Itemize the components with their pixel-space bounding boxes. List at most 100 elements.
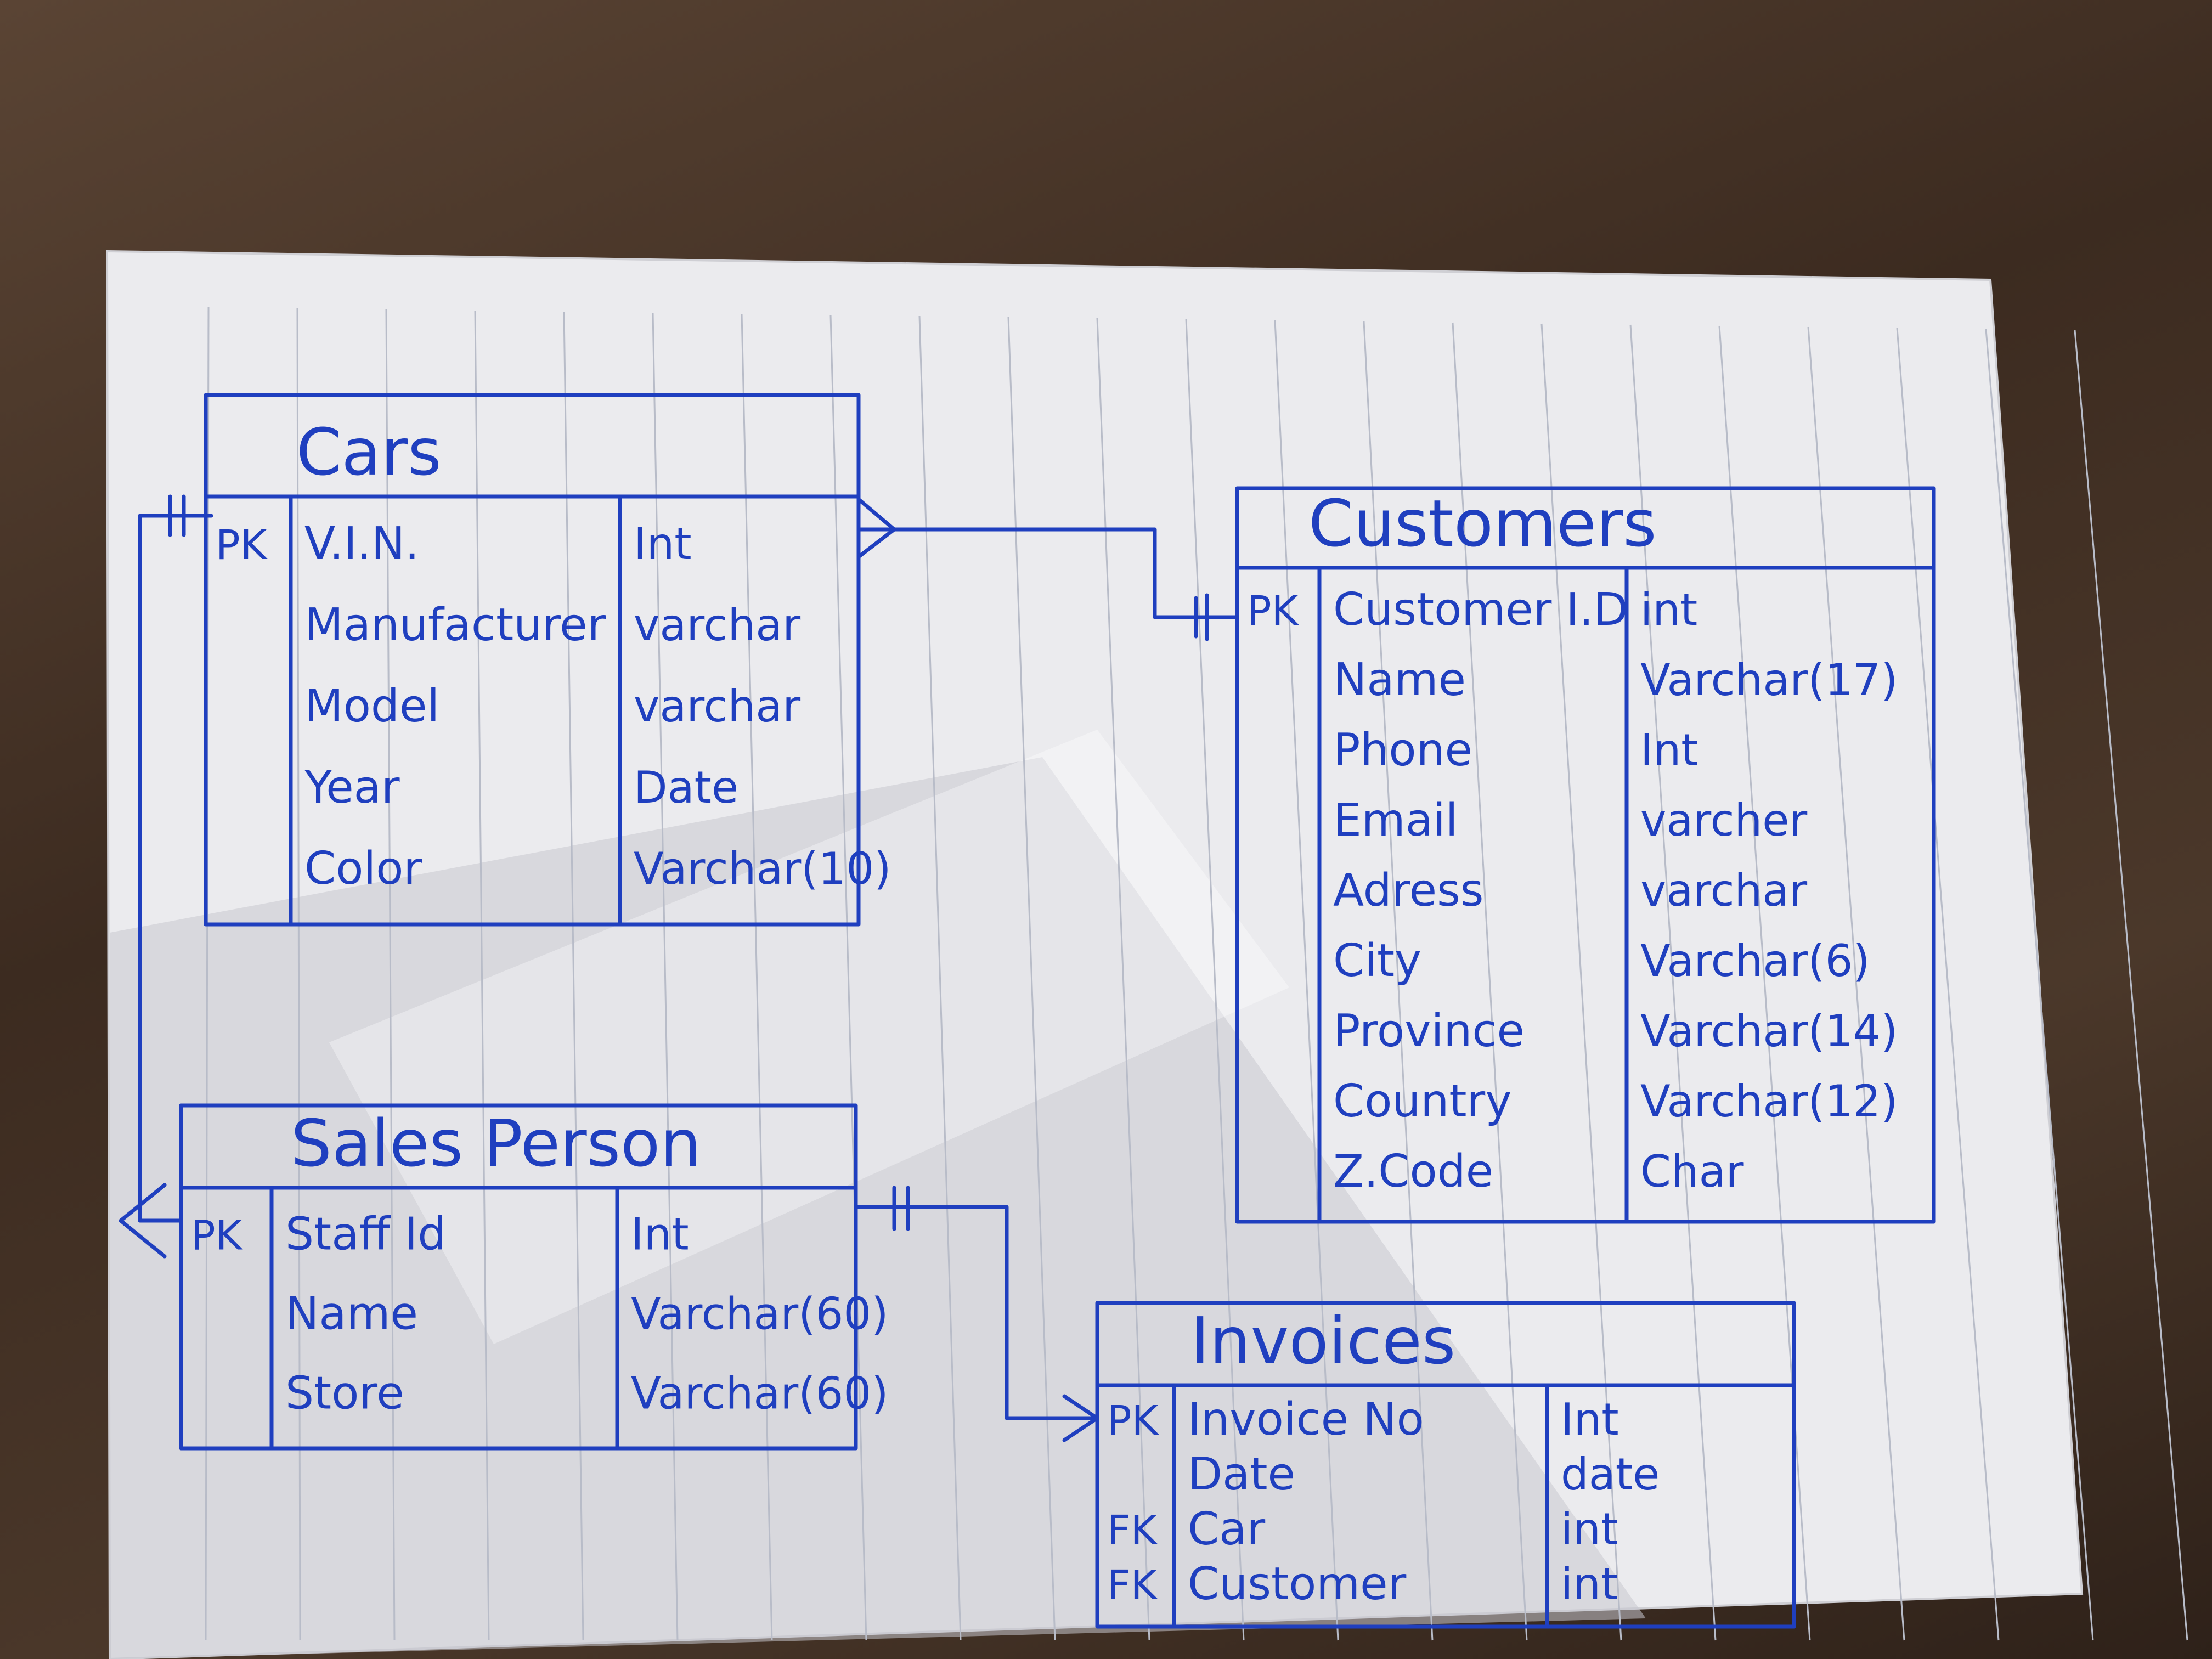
field-name: City (1333, 935, 1421, 987)
table-row: Name Varchar(17) (1333, 654, 1898, 706)
relationships (119, 494, 1239, 1442)
table-row: Phone Int (1333, 724, 1699, 776)
rule-line (474, 310, 490, 1641)
field-name: Invoice No (1188, 1393, 1424, 1446)
field-name: Date (1188, 1448, 1295, 1500)
table-box (1095, 1301, 1796, 1629)
table-box (1235, 486, 1936, 1224)
field-name: Email (1333, 794, 1458, 847)
field-type: varcher (1640, 795, 1807, 846)
rule-line (563, 311, 584, 1641)
field-name: Customer I.D (1333, 584, 1628, 636)
crowfoot-cars-end (856, 497, 896, 559)
field-name: Car (1188, 1503, 1266, 1555)
field-type: varchar (634, 681, 800, 732)
table-row: Model varchar (304, 680, 800, 732)
table-row: Z.Code Char (1333, 1146, 1744, 1198)
field-name: Country (1333, 1075, 1512, 1127)
rule-line (652, 312, 679, 1641)
rule-line (205, 307, 210, 1641)
rule-line (741, 313, 773, 1641)
field-type: Char (1640, 1146, 1744, 1197)
field-type: Date (634, 762, 738, 813)
rule-line (385, 309, 396, 1641)
table-row: Store Varchar(60) (285, 1368, 889, 1420)
table-row: PK V.I.N. Int (216, 518, 692, 570)
relation-salesperson-cars (138, 514, 213, 1223)
rule-line (296, 308, 301, 1641)
table-row: Manufacturer varchar (304, 599, 800, 651)
table-box (204, 393, 861, 927)
field-type: Varchar(10) (634, 843, 891, 894)
field-type: int (1561, 1559, 1618, 1610)
rule-line (1363, 321, 1434, 1641)
table-title: Customers (1308, 486, 1657, 561)
key-label: FK (1107, 1562, 1159, 1609)
key-label: PK (1247, 588, 1300, 635)
table-row: Adress varchar (1333, 865, 1807, 917)
field-name: Name (1333, 654, 1466, 706)
one-mark-salesperson-end (892, 1186, 910, 1231)
table-row: Name Varchar(60) (285, 1288, 889, 1340)
field-type: Varchar(17) (1640, 654, 1898, 706)
key-label: PK (1107, 1397, 1160, 1444)
field-name: Model (304, 680, 439, 732)
field-type: varchar (1640, 865, 1807, 916)
field-name: Staff Id (285, 1209, 446, 1261)
rule-line (1807, 326, 1905, 1641)
table-box (179, 1103, 858, 1451)
key-label: PK (191, 1212, 244, 1260)
rule-line (1896, 328, 2000, 1641)
rule-line (1985, 329, 2094, 1641)
relation-salesperson-invoices (854, 1205, 1099, 1420)
field-type: Int (1640, 725, 1699, 776)
field-name: Color (304, 843, 422, 895)
field-name: Manufacturer (304, 599, 606, 651)
rule-line (1541, 323, 1622, 1641)
table-title: Invoices (1190, 1303, 1455, 1379)
crowfoot-salesperson-end (119, 1183, 167, 1259)
rule-line (1096, 318, 1150, 1641)
table-row: Province Varchar(14) (1333, 1005, 1898, 1057)
table-row: FK Customer int (1107, 1558, 1618, 1610)
field-name: Store (285, 1368, 404, 1420)
field-type: Varchar(12) (1640, 1076, 1898, 1127)
rule-line (2074, 330, 2188, 1641)
field-name: Adress (1333, 865, 1484, 917)
field-name: V.I.N. (304, 518, 419, 570)
field-name: Phone (1333, 724, 1472, 776)
paper-light-band (329, 730, 1289, 1344)
field-type: varchar (634, 600, 800, 651)
rule-line (1185, 319, 1245, 1641)
field-type: Varchar(60) (631, 1368, 889, 1419)
field-type: Varchar(6) (1640, 935, 1870, 986)
table-row: Email varcher (1333, 794, 1807, 847)
rule-line (918, 315, 962, 1641)
field-name: Name (285, 1288, 418, 1340)
field-type: Varchar(14) (1640, 1006, 1898, 1057)
table-row: PK Staff Id Int (191, 1209, 689, 1261)
field-type: Int (631, 1209, 689, 1260)
rule-line (1274, 320, 1339, 1641)
table-row: City Varchar(6) (1333, 935, 1870, 987)
table-title: Sales Person (291, 1105, 701, 1181)
field-type: Varchar(60) (631, 1289, 889, 1340)
field-name: Province (1333, 1005, 1525, 1057)
field-name: Customer (1188, 1558, 1407, 1610)
key-label: PK (216, 522, 268, 569)
table-title: Cars (296, 414, 442, 490)
field-type: int (1640, 584, 1697, 635)
field-type: Int (634, 518, 692, 569)
field-name: Year (304, 761, 400, 814)
field-name: Z.Code (1333, 1146, 1493, 1198)
